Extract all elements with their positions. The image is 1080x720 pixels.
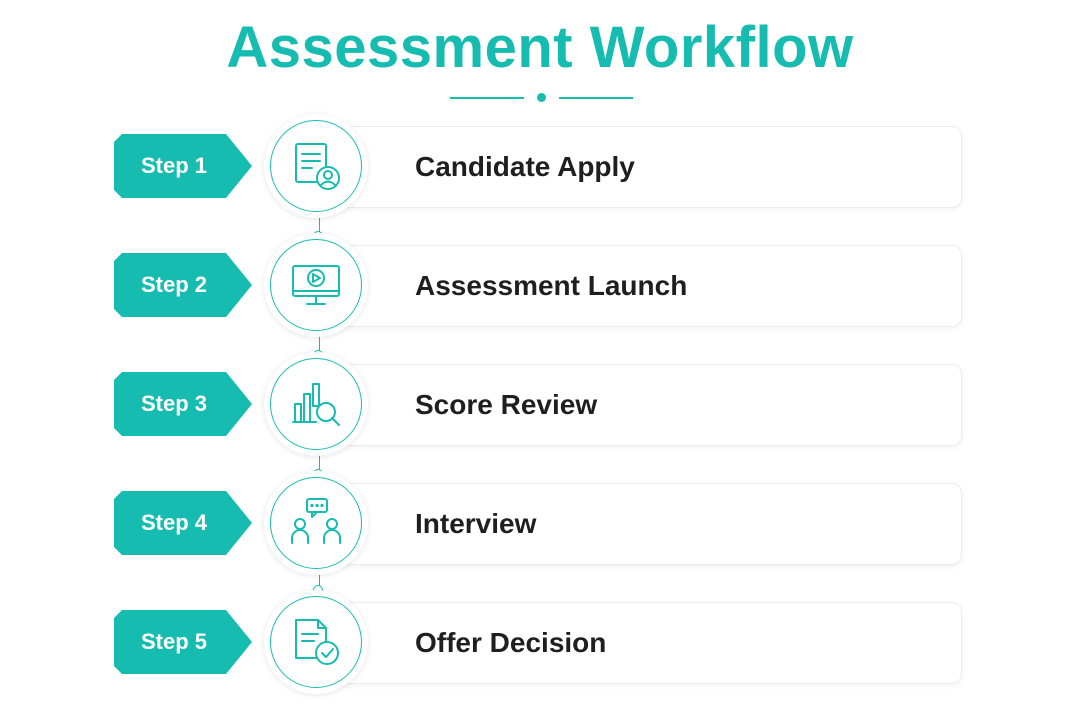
step-badge: Step 5 [114,610,254,674]
step-card: Interview [320,483,962,565]
connector-line [319,450,320,482]
step-3: Score Review Step 3 [0,352,1080,456]
chart-magnifier-icon [292,383,340,426]
step-label: Assessment Launch [415,270,688,301]
document-check-icon [295,619,339,665]
step-label: Interview [415,508,537,539]
step-4: Interview Step 4 [0,471,1080,575]
step-icon-circle [264,352,368,456]
page-title: Assessment Workflow [226,15,854,80]
step-5: Offer Decision Step 5 [0,590,1080,694]
connector-line [319,331,320,363]
step-badge: Step 2 [114,253,254,317]
step-card: Score Review [320,364,962,446]
step-label: Candidate Apply [415,151,635,182]
document-user-icon [295,143,340,190]
step-icon-circle [264,590,368,694]
step-badge: Step 4 [114,491,254,555]
step-icon-circle [264,471,368,575]
step-label: Score Review [415,389,598,420]
monitor-play-icon [292,265,340,305]
step-card: Offer Decision [320,602,962,684]
people-chat-icon [291,498,341,544]
step-badge: Step 3 [114,372,254,436]
title-divider [450,90,635,106]
step-label: Offer Decision [415,627,607,658]
connector-line [319,212,320,244]
step-badge: Step 1 [114,134,254,198]
step-icon-circle [264,114,368,218]
step-1: Candidate Apply Step 1 [0,114,1080,218]
step-card: Candidate Apply [320,126,962,208]
step-2: Assessment Launch Step 2 [0,233,1080,337]
step-card: Assessment Launch [320,245,962,327]
step-icon-circle [264,233,368,337]
